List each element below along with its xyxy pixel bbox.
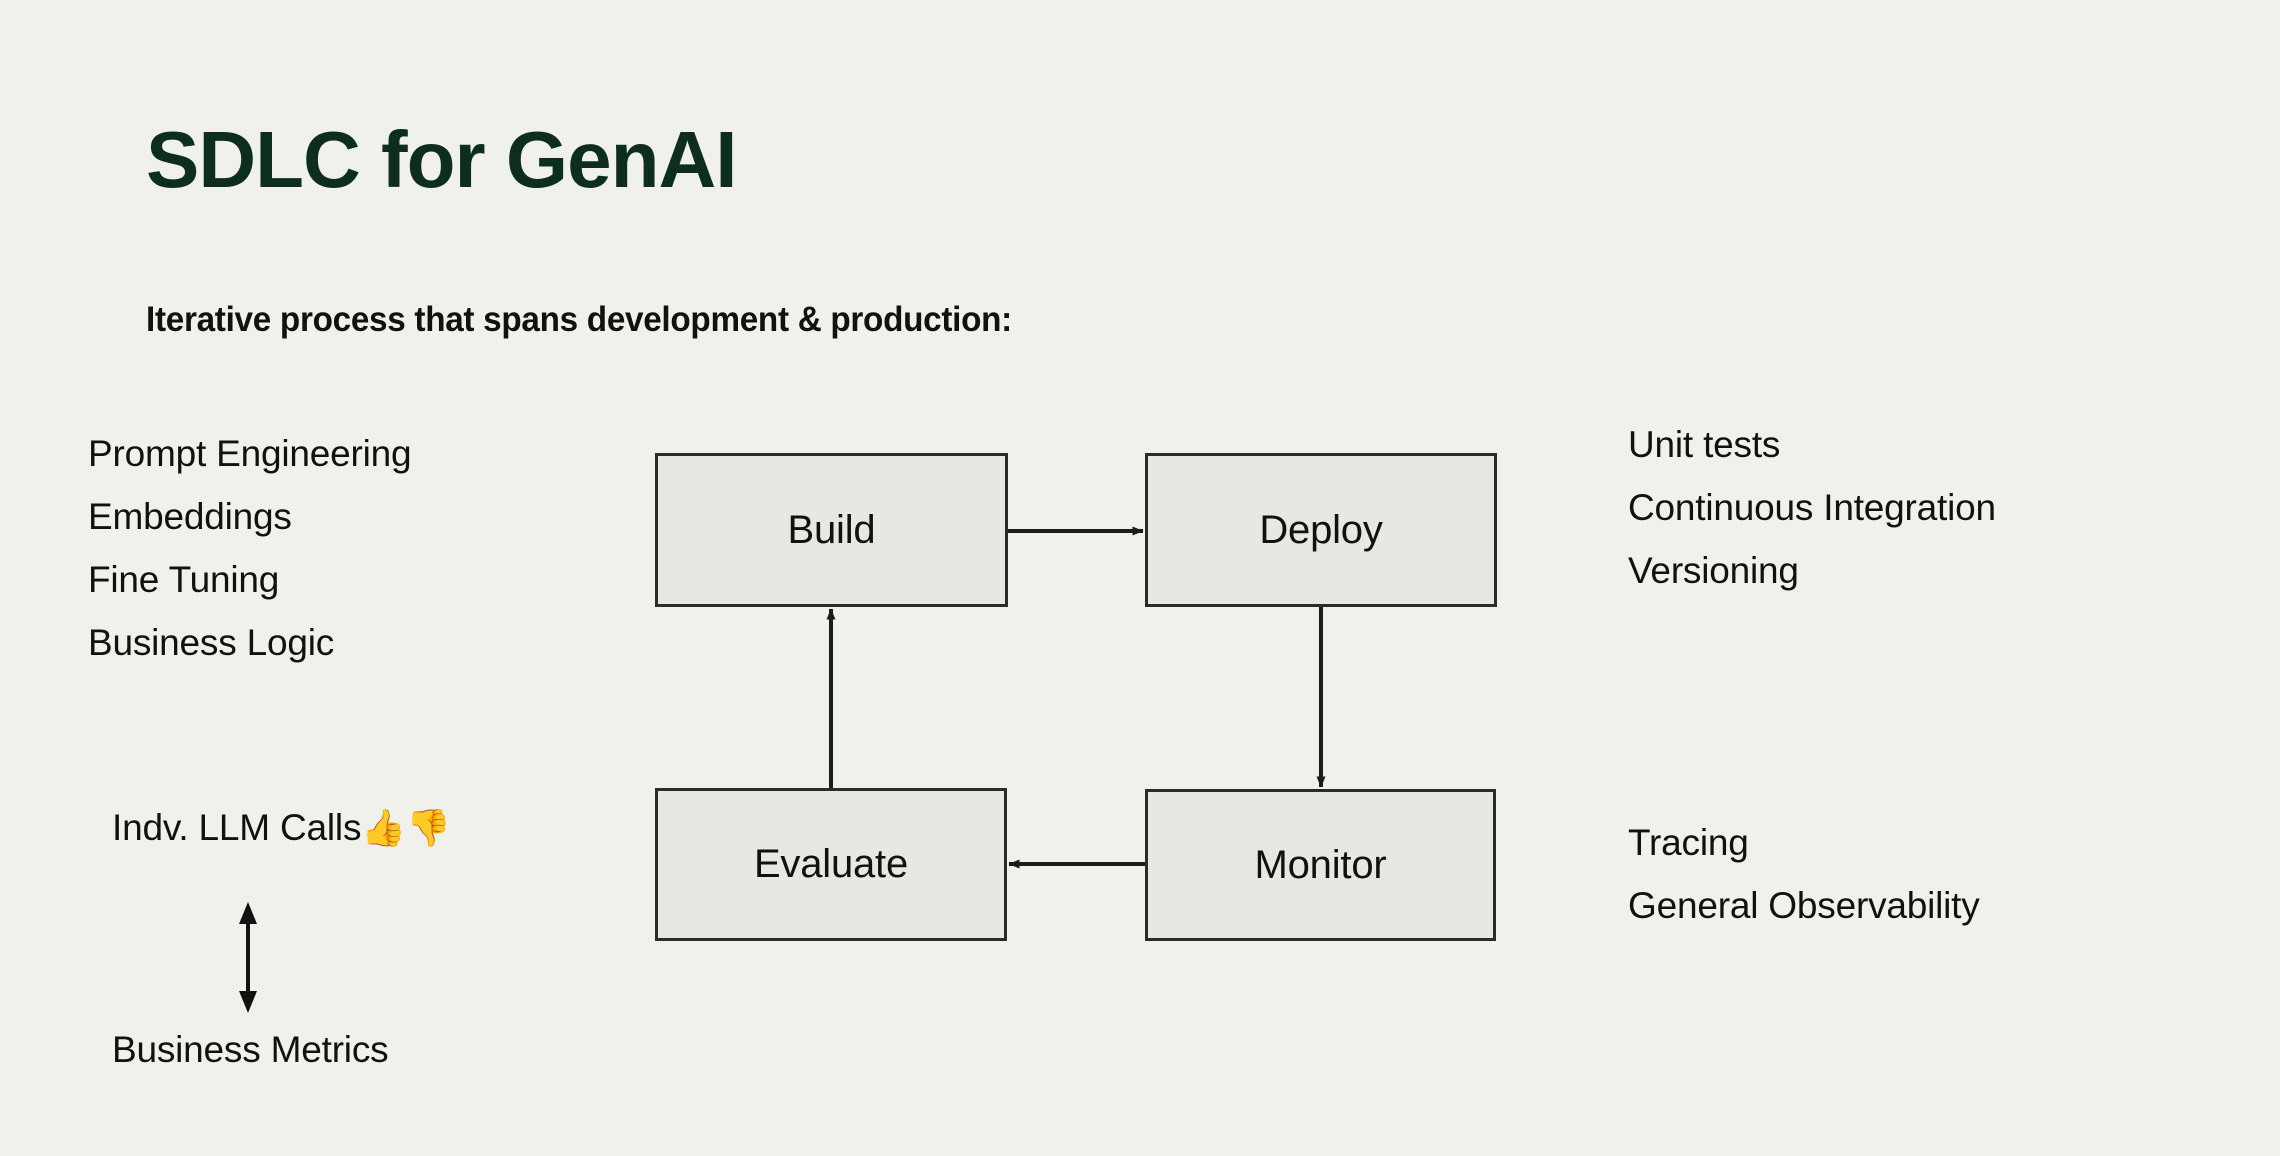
annotation-unit-tests: Unit tests <box>1628 424 1781 465</box>
annotation-group-development: Prompt Engineering Embeddings Fine Tunin… <box>88 422 412 674</box>
flow-node-evaluate[interactable]: Evaluate <box>655 788 1007 941</box>
annotation-group-observability: Tracing General Observability <box>1628 811 1980 937</box>
annotation-continuous-integration: Continuous Integration <box>1628 487 1996 528</box>
annotation-group-engineering: Unit tests Continuous Integration Versio… <box>1628 413 1996 602</box>
double-headed-vertical-arrow-icon <box>239 902 257 1013</box>
annotation-indv-llm-calls: Indv. LLM Calls👍👎 <box>112 806 451 850</box>
thumbs-up-icon: 👍 <box>361 807 407 848</box>
thumbs-down-icon: 👎 <box>406 807 451 848</box>
flow-node-deploy[interactable]: Deploy <box>1145 453 1497 607</box>
page-subtitle: Iterative process that spans development… <box>146 300 1012 339</box>
flow-node-build[interactable]: Build <box>655 453 1008 607</box>
annotation-fine-tuning: Fine Tuning <box>88 559 280 600</box>
annotation-general-observability: General Observability <box>1628 885 1980 926</box>
annotation-embeddings: Embeddings <box>88 496 292 537</box>
annotation-business-metrics: Business Metrics <box>112 1029 389 1070</box>
annotation-prompt-engineering: Prompt Engineering <box>88 433 412 474</box>
annotation-versioning: Versioning <box>1628 550 1799 591</box>
flow-node-monitor[interactable]: Monitor <box>1145 789 1496 941</box>
page-title: SDLC for GenAI <box>146 115 737 204</box>
annotation-indv-llm-calls-label: Indv. LLM Calls <box>112 807 362 848</box>
annotation-tracing: Tracing <box>1628 822 1749 863</box>
annotation-business-logic: Business Logic <box>88 622 335 663</box>
